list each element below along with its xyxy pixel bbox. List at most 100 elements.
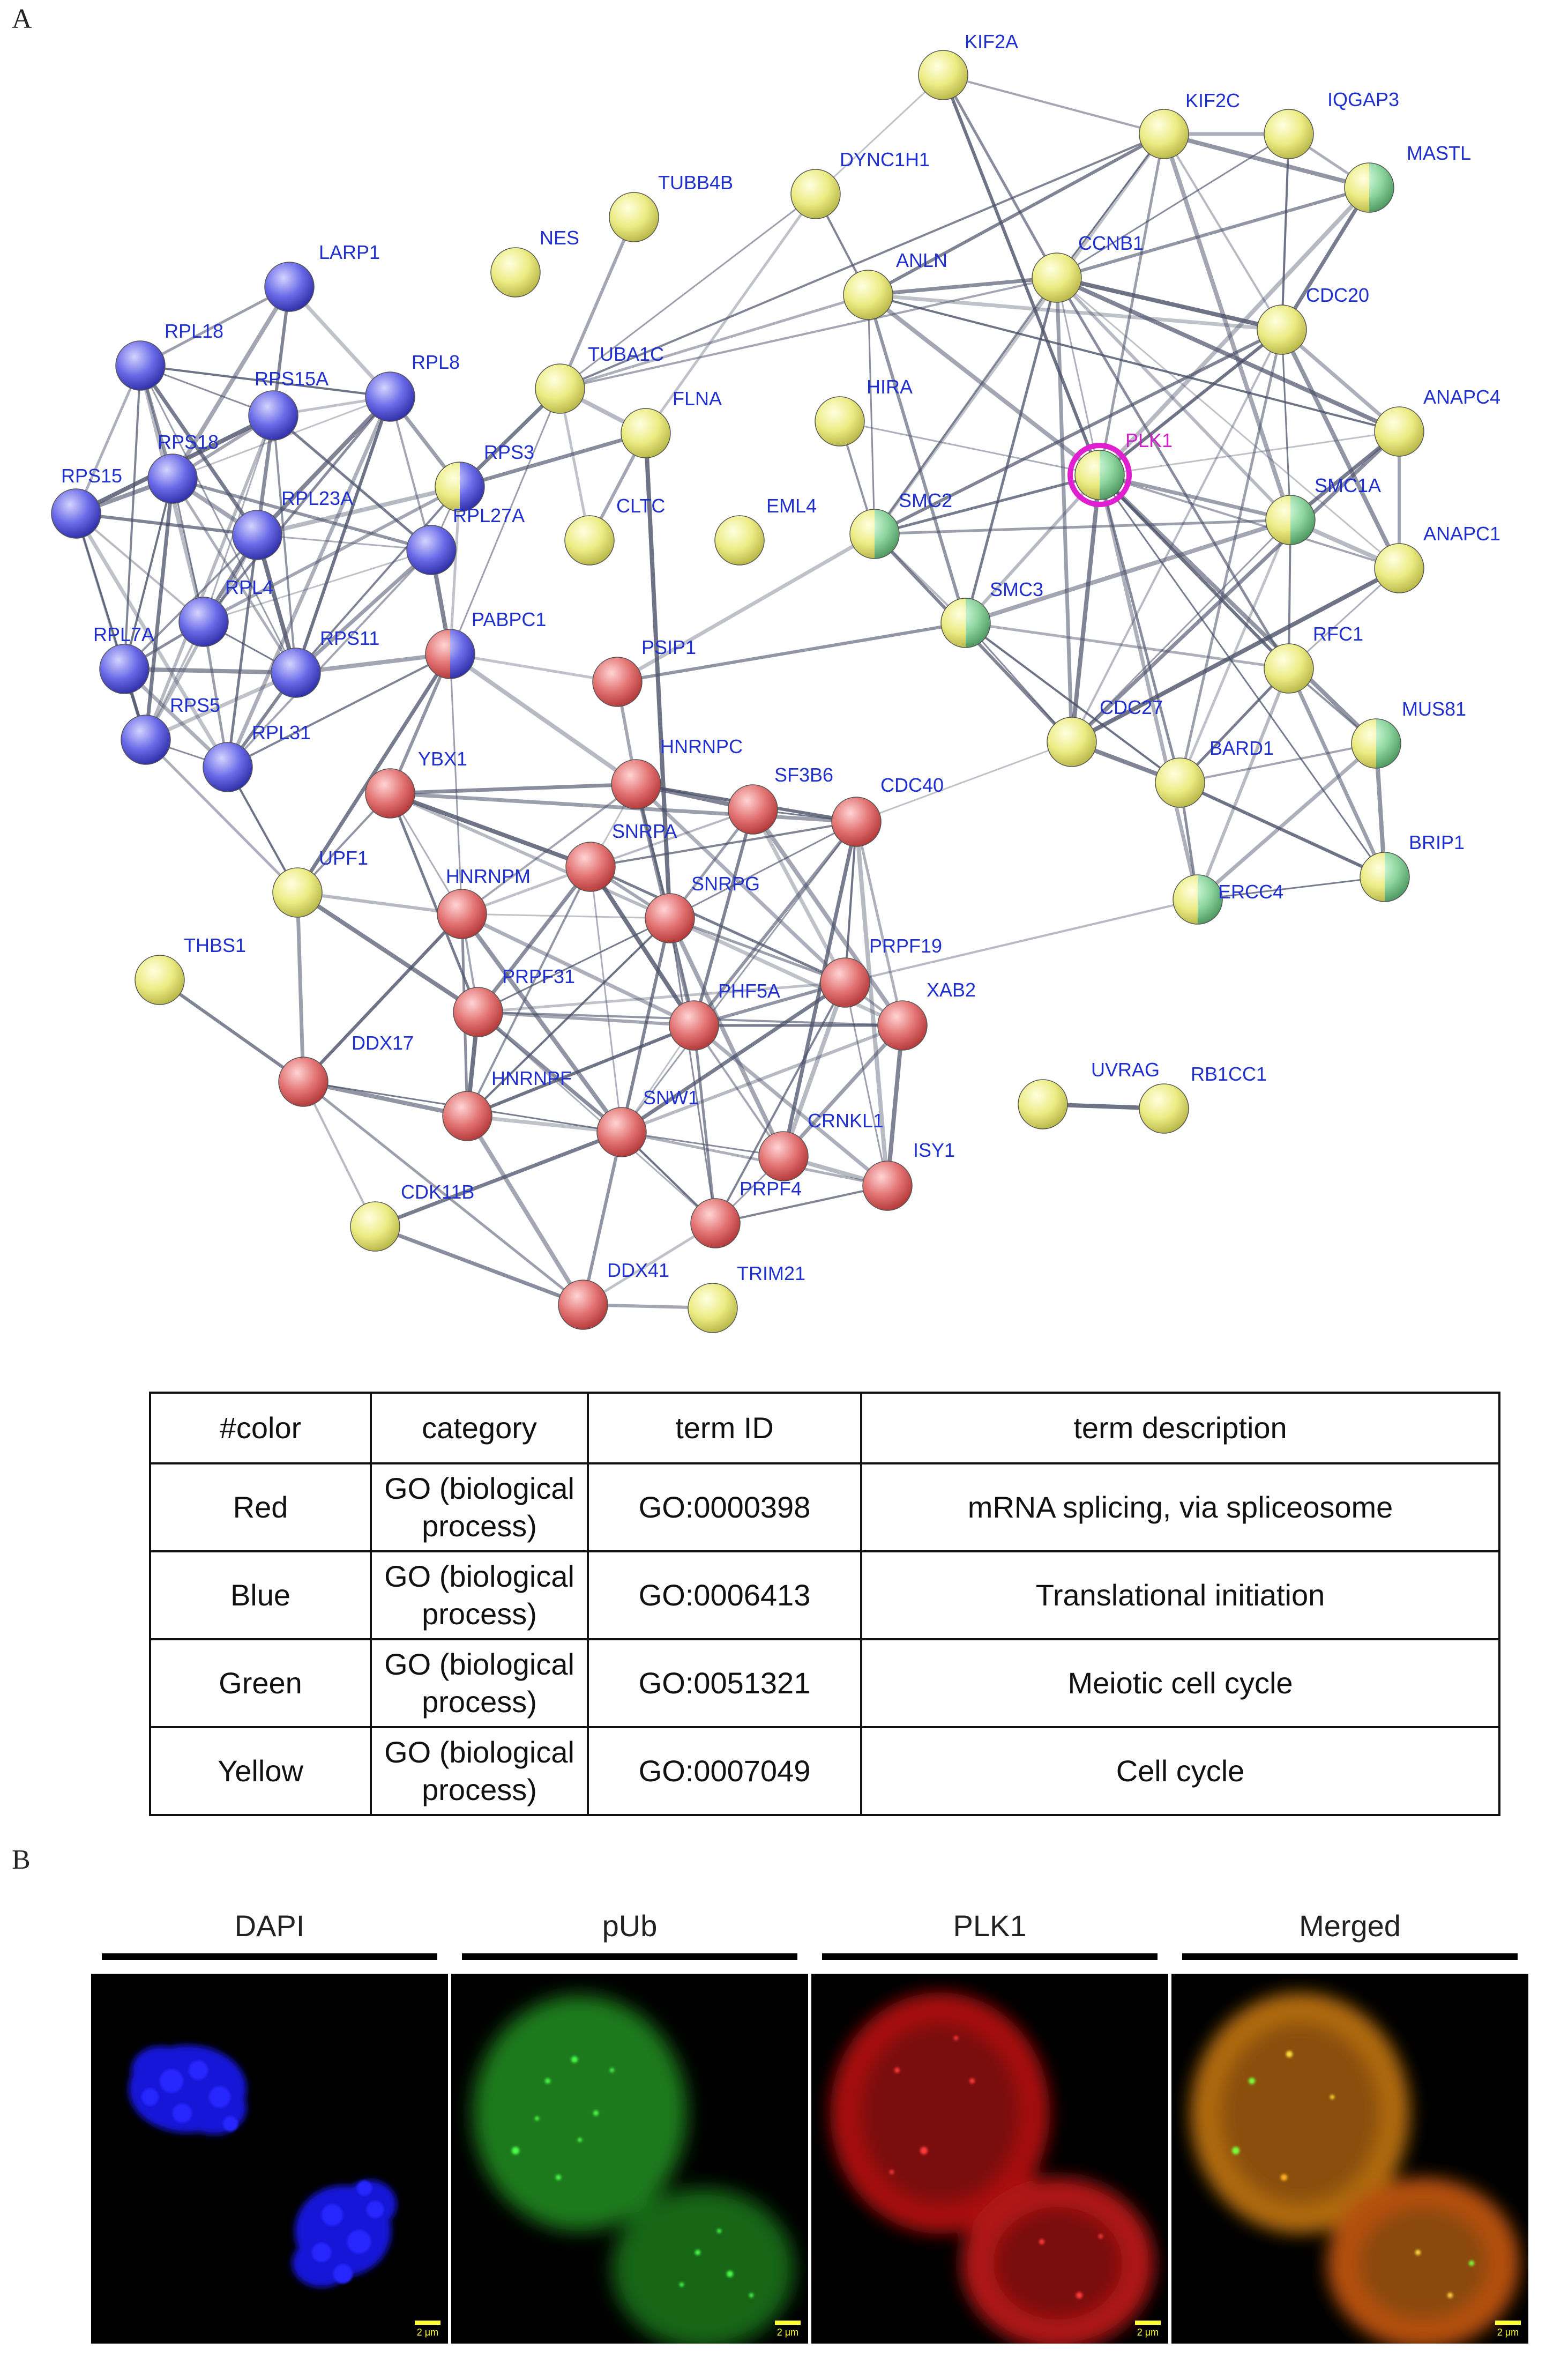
node-half-yellow bbox=[850, 509, 875, 559]
node-bard1: BARD1 bbox=[1155, 737, 1274, 808]
highlight-ring bbox=[1067, 443, 1132, 507]
cell-term-description: Cell cycle bbox=[860, 1726, 1500, 1816]
interaction-edge-snrpg-crnkl1 bbox=[668, 916, 786, 1158]
node-circle bbox=[535, 363, 585, 414]
interaction-edge-cdc20-anapc4 bbox=[1280, 328, 1401, 434]
node-circle bbox=[135, 955, 185, 1005]
interaction-edge-bard1-brip1 bbox=[1178, 781, 1386, 879]
merged-image: 2 μm bbox=[1171, 1974, 1528, 2344]
node-label-brip1: BRIP1 bbox=[1409, 831, 1465, 853]
interaction-edge-mastl-ccnb1 bbox=[1055, 186, 1371, 279]
interaction-edge-rpl8-rpl4 bbox=[202, 395, 392, 623]
category-line: process) bbox=[422, 1773, 537, 1806]
interaction-edge-snw1-isy1 bbox=[620, 1131, 889, 1187]
interaction-edge-tuba1c-cltc bbox=[558, 387, 591, 542]
node-brip1: BRIP1 bbox=[1360, 831, 1465, 902]
interaction-edge-rfc1-bard1 bbox=[1178, 667, 1290, 784]
node-circle bbox=[621, 408, 671, 458]
scale-bar-line bbox=[1495, 2321, 1521, 2325]
interaction-edge-hnrnpf-ddx41 bbox=[465, 1114, 585, 1307]
interaction-edge-prpf31-snw1 bbox=[476, 1010, 624, 1134]
node-label-cdc40: CDC40 bbox=[880, 774, 944, 796]
node-prpf19: PRPF19 bbox=[820, 935, 942, 1008]
node-label-anapc1: ANAPC1 bbox=[1423, 523, 1500, 545]
node-anapc4: ANAPC4 bbox=[1374, 386, 1500, 457]
node-snrpg: SNRPG bbox=[645, 873, 760, 943]
category-line: GO (biological bbox=[384, 1735, 574, 1769]
interaction-edge-prpf19-isy1 bbox=[844, 981, 888, 1187]
node-outline bbox=[1265, 495, 1316, 545]
interaction-edge-smc2-psip1 bbox=[615, 532, 877, 684]
interaction-edge-snrpg-snw1 bbox=[620, 917, 671, 1134]
node-circle bbox=[248, 390, 298, 441]
node-label-rps15: RPS15 bbox=[61, 465, 122, 487]
cell-term-description: Translational initiation bbox=[860, 1550, 1500, 1640]
node-half-yellow bbox=[941, 598, 966, 648]
node-circle bbox=[99, 644, 150, 694]
node-label-trim21: TRIM21 bbox=[737, 1262, 805, 1284]
node-label-rps15a: RPS15A bbox=[255, 368, 328, 390]
interaction-edge-kif2a-ccnb1 bbox=[942, 73, 1058, 279]
node-label-iqgap3: IQGAP3 bbox=[1327, 88, 1399, 110]
node-label-pabpc1: PABPC1 bbox=[472, 608, 546, 630]
node-hnrnpm: HNRNPM bbox=[437, 865, 531, 939]
micro-title-merged: Merged bbox=[1299, 1909, 1401, 1943]
node-label-plk1: PLK1 bbox=[1125, 429, 1173, 451]
node-half-yellow bbox=[1173, 875, 1198, 924]
node-rps15: RPS15 bbox=[51, 465, 122, 539]
interaction-edge-plk1-ercc4 bbox=[1097, 473, 1200, 902]
interaction-edge-plk1-smc2 bbox=[873, 473, 1101, 536]
cell-color: Green bbox=[149, 1638, 372, 1728]
header-term-description: term description bbox=[860, 1392, 1500, 1464]
scale-bar: 2 μm bbox=[1495, 2321, 1521, 2338]
node-circle bbox=[178, 597, 229, 647]
interaction-edge-ybx1-snrpg bbox=[389, 792, 671, 920]
interaction-edge-cdc27-cdc40 bbox=[855, 741, 1073, 823]
interaction-edge-cdc40-snw1 bbox=[621, 821, 857, 1133]
node-rps11: RPS11 bbox=[271, 627, 379, 698]
interaction-edge-rpl8-rps11 bbox=[294, 395, 392, 674]
node-circle bbox=[1257, 304, 1307, 355]
interaction-edge-snrpa-snw1 bbox=[589, 866, 623, 1133]
node-circle bbox=[564, 515, 615, 566]
node-label-psip1: PSIP1 bbox=[641, 636, 696, 658]
interaction-edge-larp1-rpl18 bbox=[139, 285, 291, 367]
node-circle bbox=[1139, 1083, 1189, 1134]
node-label-hnrnpc: HNRNPC bbox=[660, 735, 743, 757]
node-prpf31: PRPF31 bbox=[453, 965, 575, 1037]
node-cltc: CLTC bbox=[564, 495, 665, 566]
node-label-rps18: RPS18 bbox=[158, 431, 219, 453]
node-label-rpl18: RPL18 bbox=[165, 320, 223, 342]
category-line: GO (biological bbox=[384, 1471, 574, 1505]
interaction-edge-bard1-mus81 bbox=[1179, 742, 1377, 784]
interaction-edge-upf1-ddx17 bbox=[295, 890, 305, 1084]
node-label-hira: HIRA bbox=[867, 376, 913, 398]
node-label-snrpa: SNRPA bbox=[612, 820, 677, 842]
interaction-edge-rpl18-rpl8 bbox=[139, 365, 391, 398]
interaction-edge-cdc20-smc1a bbox=[1281, 329, 1291, 521]
node-rps18: RPS18 bbox=[147, 431, 219, 504]
interaction-edge-tuba1c-pabpc1 bbox=[449, 388, 561, 655]
node-label-bard1: BARD1 bbox=[1209, 737, 1274, 759]
interaction-edge-smc1a-bard1 bbox=[1178, 518, 1292, 784]
node-smc1a: SMC1A bbox=[1265, 474, 1381, 545]
node-outline bbox=[425, 629, 475, 679]
interaction-edge-ccnb1-rfc1 bbox=[1055, 276, 1290, 670]
node-half-green bbox=[1100, 450, 1124, 500]
node-label-dync1h1: DYNC1H1 bbox=[840, 148, 930, 170]
interaction-edge-snrpg-prpf19 bbox=[668, 917, 847, 984]
node-label-prpf19: PRPF19 bbox=[869, 935, 942, 957]
interaction-edge-rps18-rpl27a bbox=[171, 477, 433, 552]
node-kif2a: KIF2A bbox=[918, 31, 1018, 100]
interaction-edge-snrpg-xab2 bbox=[668, 916, 905, 1028]
node-circle bbox=[437, 889, 487, 939]
scale-bar-label: 2 μm bbox=[1137, 2327, 1159, 2338]
dapi-image: 2 μm bbox=[91, 1974, 448, 2344]
interaction-edge-ccnb1-anln bbox=[866, 276, 1059, 297]
node-circle bbox=[728, 784, 778, 835]
node-psip1: PSIP1 bbox=[592, 636, 696, 707]
node-circle bbox=[918, 50, 968, 100]
